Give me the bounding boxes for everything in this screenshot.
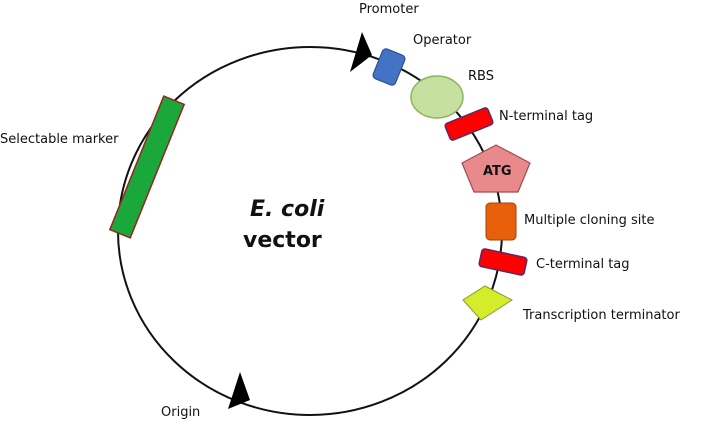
mcs-label: Multiple cloning site bbox=[524, 213, 654, 228]
rbs-ellipse bbox=[410, 75, 464, 119]
atg-label: ATG bbox=[483, 164, 512, 179]
origin-arrow-icon bbox=[228, 372, 250, 409]
mcs-block bbox=[485, 202, 517, 241]
atg-pentagon bbox=[461, 144, 531, 193]
terminator-diamond bbox=[462, 285, 513, 321]
vector-title-line1: E. coli bbox=[250, 197, 325, 222]
selectable-marker-label: Selectable marker bbox=[0, 132, 119, 147]
operator-block bbox=[372, 48, 406, 86]
promoter-arrow-icon bbox=[350, 32, 372, 72]
vector-title-line2: vector bbox=[243, 228, 322, 253]
n-terminal-tag-block bbox=[444, 107, 494, 141]
terminator-label: Transcription terminator bbox=[522, 308, 680, 323]
n-terminal-tag-label: N-terminal tag bbox=[499, 109, 593, 124]
promoter-label: Promoter bbox=[359, 2, 419, 17]
c-terminal-tag-label: C-terminal tag bbox=[536, 257, 630, 272]
selectable-marker-block bbox=[108, 95, 186, 239]
operator-label: Operator bbox=[413, 33, 472, 48]
rbs-label: RBS bbox=[468, 69, 494, 84]
origin-label: Origin bbox=[161, 405, 200, 420]
c-terminal-tag-block bbox=[478, 248, 528, 276]
